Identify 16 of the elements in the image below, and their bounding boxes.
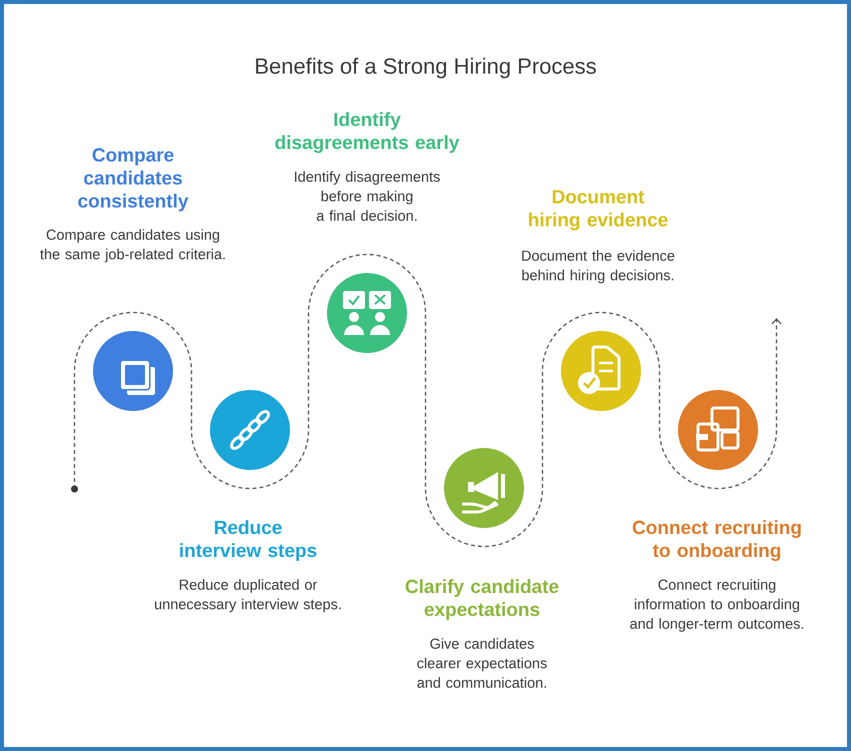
heading-text: Identify disagreements early xyxy=(275,112,460,153)
description-text: Document the evidence behind hiring decisions. xyxy=(522,250,674,284)
heading-text: Reduce interview steps xyxy=(180,520,316,561)
description-text: Compare candidates using the same job-related criteria. xyxy=(40,229,225,262)
description-text: Reduce duplicated or unnecessary interview steps. xyxy=(155,579,341,612)
description-text: Identify disagreements before making a final decision. xyxy=(295,171,440,221)
step-circle xyxy=(210,390,290,470)
description-text: Give candidates clearer expectations and communication. xyxy=(417,638,547,688)
description-text: Connect recruiting information to onboarding and longer-term outcomes. xyxy=(630,579,804,632)
step-circle xyxy=(678,390,758,470)
heading-text: Clarify candidate expectations xyxy=(406,579,558,620)
heading-text: Compare candidates consistently xyxy=(78,148,188,212)
step-circle xyxy=(561,330,641,411)
heading-text: Connect recruiting to onboarding xyxy=(632,520,801,561)
title: Benefits of a Strong Hiring Process xyxy=(256,58,596,78)
heading-text: Document hiring evidence xyxy=(529,190,668,230)
